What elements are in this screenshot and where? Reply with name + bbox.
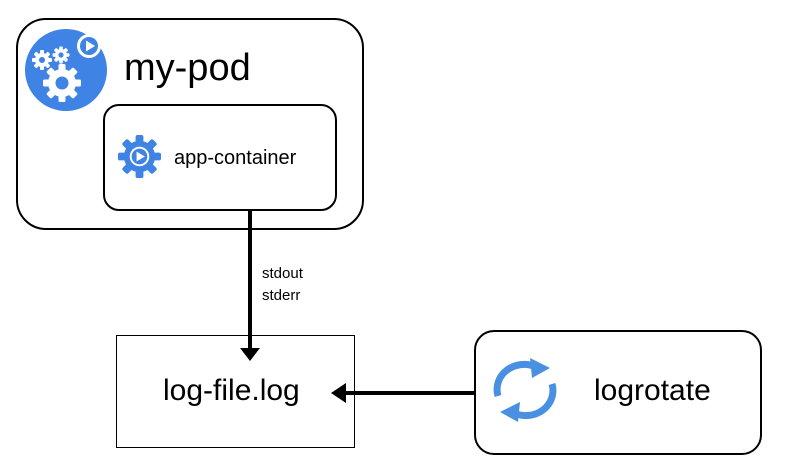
logrotate-title: logrotate (594, 374, 711, 407)
logrotate-box (474, 330, 762, 455)
edge-label-stdout: stdout (262, 265, 303, 282)
pod-gears-play-icon (25, 29, 107, 111)
pod-title: my-pod (124, 47, 251, 89)
container-gear-play-icon (117, 134, 162, 179)
log-file-title: log-file.log (163, 374, 300, 407)
edge-label-stderr: stderr (262, 287, 301, 304)
container-title: app-container (174, 147, 297, 169)
rotate-arrows-icon (493, 358, 557, 422)
